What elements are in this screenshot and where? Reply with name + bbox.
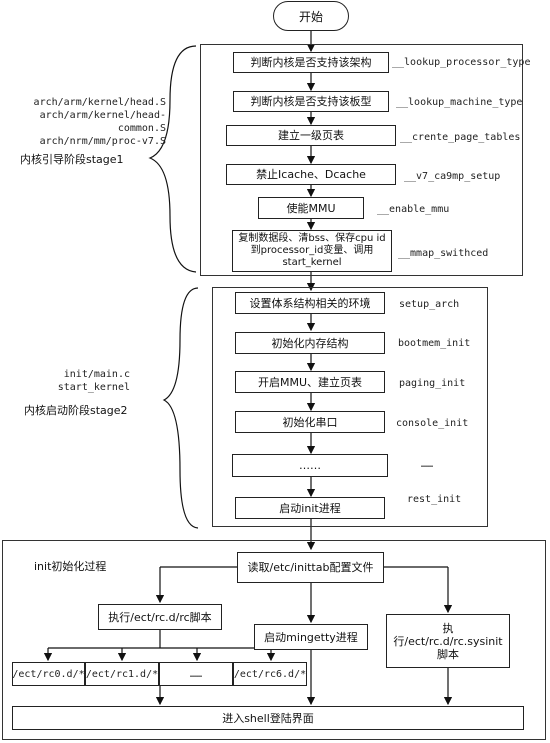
rc-dir-ellipsis-label: ……: [189, 668, 203, 680]
stage1-step-2-label: 判断内核是否支持该板型: [250, 95, 372, 108]
stage2-step-4-func: console_init: [396, 418, 469, 429]
stage1-file-2: arch/arm/kernel/head-common.S: [39, 110, 166, 134]
stage2-title: 内核启动阶段stage2: [24, 404, 128, 417]
stage1-file-1: arch/arm/kernel/head.S: [33, 97, 166, 108]
init-mingetty-box: 启动mingetty进程: [254, 624, 368, 650]
stage2-step-1-func: setup_arch: [399, 299, 460, 310]
stage1-step-6-label: 复制数据段、清bss、保存cpu id到processor_id变量、调用sta…: [238, 233, 386, 268]
stage1-step-3: 建立一级页表: [226, 125, 396, 146]
stage1-step-6: 复制数据段、清bss、保存cpu id到processor_id变量、调用sta…: [232, 230, 392, 272]
rc-dir-1: /ect/rc1.d/*: [85, 662, 159, 686]
stage2-step-2-func: bootmem_init: [398, 338, 471, 349]
stage2-step-4: 初始化串口: [235, 411, 385, 433]
init-title: init初始化过程: [34, 560, 107, 573]
stage2-step-5: ……: [232, 454, 388, 477]
stage2-files: init/main.c start_kernel: [0, 368, 130, 394]
stage1-step-4-func: __v7_ca9mp_setup: [404, 171, 501, 182]
stage2-step-3: 开启MMU、建立页表: [235, 371, 385, 393]
rc-dir-0: /ect/rc0.d/*: [12, 662, 85, 686]
start-label: 开始: [298, 9, 323, 24]
rc-dir-6-label: /ect/rc6.d/*: [233, 668, 307, 680]
init-mingetty-label: 启动mingetty进程: [264, 630, 358, 644]
stage2-step-6-label: 启动init进程: [279, 501, 341, 515]
init-sysinit-box: 执行/ect/rc.d/rc.sysinit脚本: [386, 614, 510, 668]
stage1-title: 内核引导阶段stage1: [20, 153, 124, 166]
stage1-step-4: 禁止Icache、Dcache: [226, 164, 396, 185]
stage2-step-3-func: paging_init: [399, 378, 466, 389]
rc-dir-ellipsis: ……: [159, 662, 233, 686]
stage1-files: arch/arm/kernel/head.S arch/arm/kernel/h…: [0, 96, 166, 148]
init-read-box: 读取/etc/inittab配置文件: [237, 552, 384, 583]
init-exec-rc-label: 执行/ect/rc.d/rc脚本: [108, 610, 212, 624]
stage2-file-1: init/main.c: [63, 369, 130, 380]
stage1-step-5-label: 使能MMU: [286, 201, 336, 215]
stage1-step-2-func: __lookup_machine_type: [396, 97, 523, 108]
stage1-file-3: arch/nrm/mm/proc-v7.S: [39, 136, 166, 147]
stage2-step-1: 设置体系结构相关的环境: [235, 292, 385, 314]
stage2-step-5-func: ……: [421, 459, 434, 470]
stage2-step-6: 启动init进程: [235, 497, 385, 519]
stage2-frame: [212, 287, 488, 527]
stage2-step-4-label: 初始化串口: [282, 415, 338, 429]
shell-login-box: 进入shell登陆界面: [12, 706, 524, 730]
init-frame: [2, 540, 546, 740]
init-exec-rc-box: 执行/ect/rc.d/rc脚本: [98, 604, 222, 630]
rc-dir-1-label: /ect/rc1.d/*: [85, 668, 159, 680]
rc-dir-0-label: /ect/rc0.d/*: [12, 668, 85, 680]
stage1-step-5-func: __enable_mmu: [377, 204, 450, 215]
stage1-step-3-func: __crente_page_tables: [400, 132, 521, 143]
stage1-step-1-func: __lookup_processor_type: [392, 57, 531, 68]
stage2-file-2: start_kernel: [57, 382, 130, 393]
stage2-step-1-label: 设置体系结构相关的环境: [249, 296, 371, 310]
stage1-step-1-label: 判断内核是否支持该架构: [250, 56, 372, 69]
stage2-step-2: 初始化内存结构: [235, 332, 385, 354]
stage1-frame: [200, 44, 523, 276]
stage1-step-3-label: 建立一级页表: [278, 129, 344, 142]
stage1-step-2: 判断内核是否支持该板型: [233, 91, 389, 112]
stage2-step-3-label: 开启MMU、建立页表: [257, 375, 363, 389]
stage1-step-4-label: 禁止Icache、Dcache: [256, 168, 366, 181]
init-sysinit-label: 执行/ect/rc.d/rc.sysinit脚本: [393, 621, 503, 661]
stage2-step-6-func: rest_init: [407, 494, 462, 505]
shell-login-label: 进入shell登陆界面: [222, 711, 314, 725]
stage1-step-6-func: __mmap_swithced: [398, 248, 489, 259]
stage1-step-5: 使能MMU: [258, 197, 364, 219]
start-node: 开始: [273, 1, 349, 31]
stage1-step-1: 判断内核是否支持该架构: [233, 52, 389, 73]
init-read-label: 读取/etc/inittab配置文件: [247, 561, 374, 574]
rc-dir-6: /ect/rc6.d/*: [233, 662, 307, 686]
stage2-step-2-label: 初始化内存结构: [271, 336, 349, 350]
stage2-step-5-label: ……: [299, 459, 321, 472]
